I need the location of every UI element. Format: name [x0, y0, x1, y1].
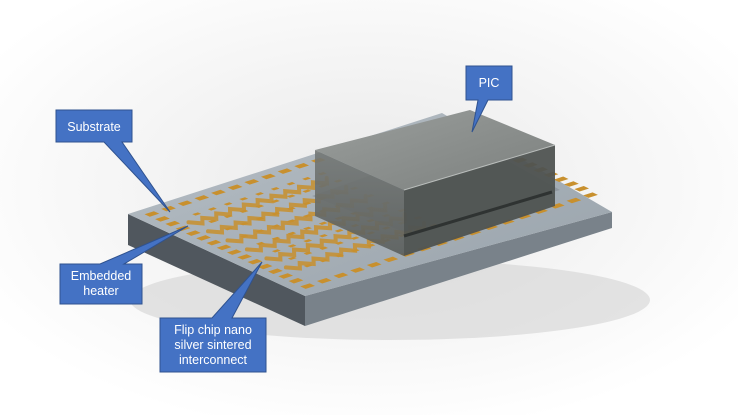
gold-pad	[226, 249, 242, 255]
gold-pad	[207, 207, 217, 211]
callout-flipchip-shape	[159, 261, 267, 373]
gold-pad	[211, 189, 226, 196]
gold-pad	[318, 221, 328, 225]
gold-pad	[287, 244, 297, 248]
callout-flipchip	[159, 261, 267, 373]
gold-pad	[192, 212, 202, 216]
gold-pad	[294, 163, 310, 169]
substrate-front-face	[128, 214, 305, 326]
gold-pad	[553, 176, 569, 183]
gold-pad	[257, 263, 273, 270]
gold-pad	[549, 203, 565, 209]
gold-pad	[516, 213, 532, 220]
gold-pad	[366, 261, 382, 268]
gold-pad	[302, 177, 311, 181]
gold-pad	[185, 230, 201, 236]
gold-pad	[223, 202, 233, 206]
gold-pad	[564, 181, 579, 187]
gold-pad	[196, 235, 211, 241]
gold-pad	[288, 277, 304, 284]
gold-pad	[239, 197, 249, 201]
gold-pad	[247, 258, 263, 265]
callout-heater-shape	[59, 225, 189, 305]
gold-pad	[303, 251, 313, 255]
gold-pad	[350, 236, 360, 240]
heater-trace	[186, 175, 329, 226]
gold-pad	[161, 205, 176, 212]
gold-pad	[165, 220, 181, 227]
gold-pad	[333, 272, 349, 279]
callout-pic	[465, 65, 513, 133]
gold-pad	[383, 256, 399, 263]
gold-pad	[260, 173, 276, 180]
pic-top-face	[315, 110, 555, 190]
gold-pad	[334, 229, 344, 233]
gold-pad	[227, 184, 243, 190]
gold-pad	[316, 278, 332, 284]
gold-pad	[194, 195, 210, 201]
gold-pad	[286, 194, 296, 198]
gold-pad	[144, 211, 160, 217]
callout-substrate	[55, 109, 171, 213]
gold-pad	[350, 267, 365, 273]
callout-pic-shape	[465, 65, 513, 133]
pic-side-face	[404, 145, 555, 256]
gold-pad	[533, 208, 548, 214]
gold-pad	[303, 239, 313, 243]
gold-pad	[303, 226, 312, 231]
gold-pad	[206, 239, 222, 246]
gold-pad	[270, 187, 280, 191]
gold-pad	[278, 273, 294, 279]
gold-pad	[255, 192, 264, 196]
gold-pad	[237, 254, 252, 260]
gold-pad	[300, 283, 315, 289]
gold-pad	[574, 186, 590, 192]
gold-pad	[334, 241, 344, 245]
pic-front-face	[315, 150, 404, 256]
gold-pad	[583, 192, 598, 198]
gold-pad	[277, 168, 293, 174]
gold-pad	[155, 216, 170, 222]
pic-chip	[312, 110, 560, 256]
gold-pad	[244, 179, 260, 185]
gold-pad	[177, 200, 193, 207]
substrate-side-face	[305, 212, 612, 326]
gold-pad	[268, 268, 283, 274]
gold-pad	[318, 234, 328, 238]
gold-pad	[286, 182, 296, 186]
callout-heater	[59, 225, 189, 305]
callout-substrate-shape	[55, 109, 171, 213]
gold-pad	[566, 197, 582, 204]
gold-pad	[216, 244, 232, 251]
gold-pad	[302, 189, 312, 193]
pic-edge-highlight	[403, 144, 556, 191]
gold-pad	[287, 256, 297, 260]
pic-bond-line	[403, 190, 553, 238]
gold-pad	[271, 249, 281, 253]
